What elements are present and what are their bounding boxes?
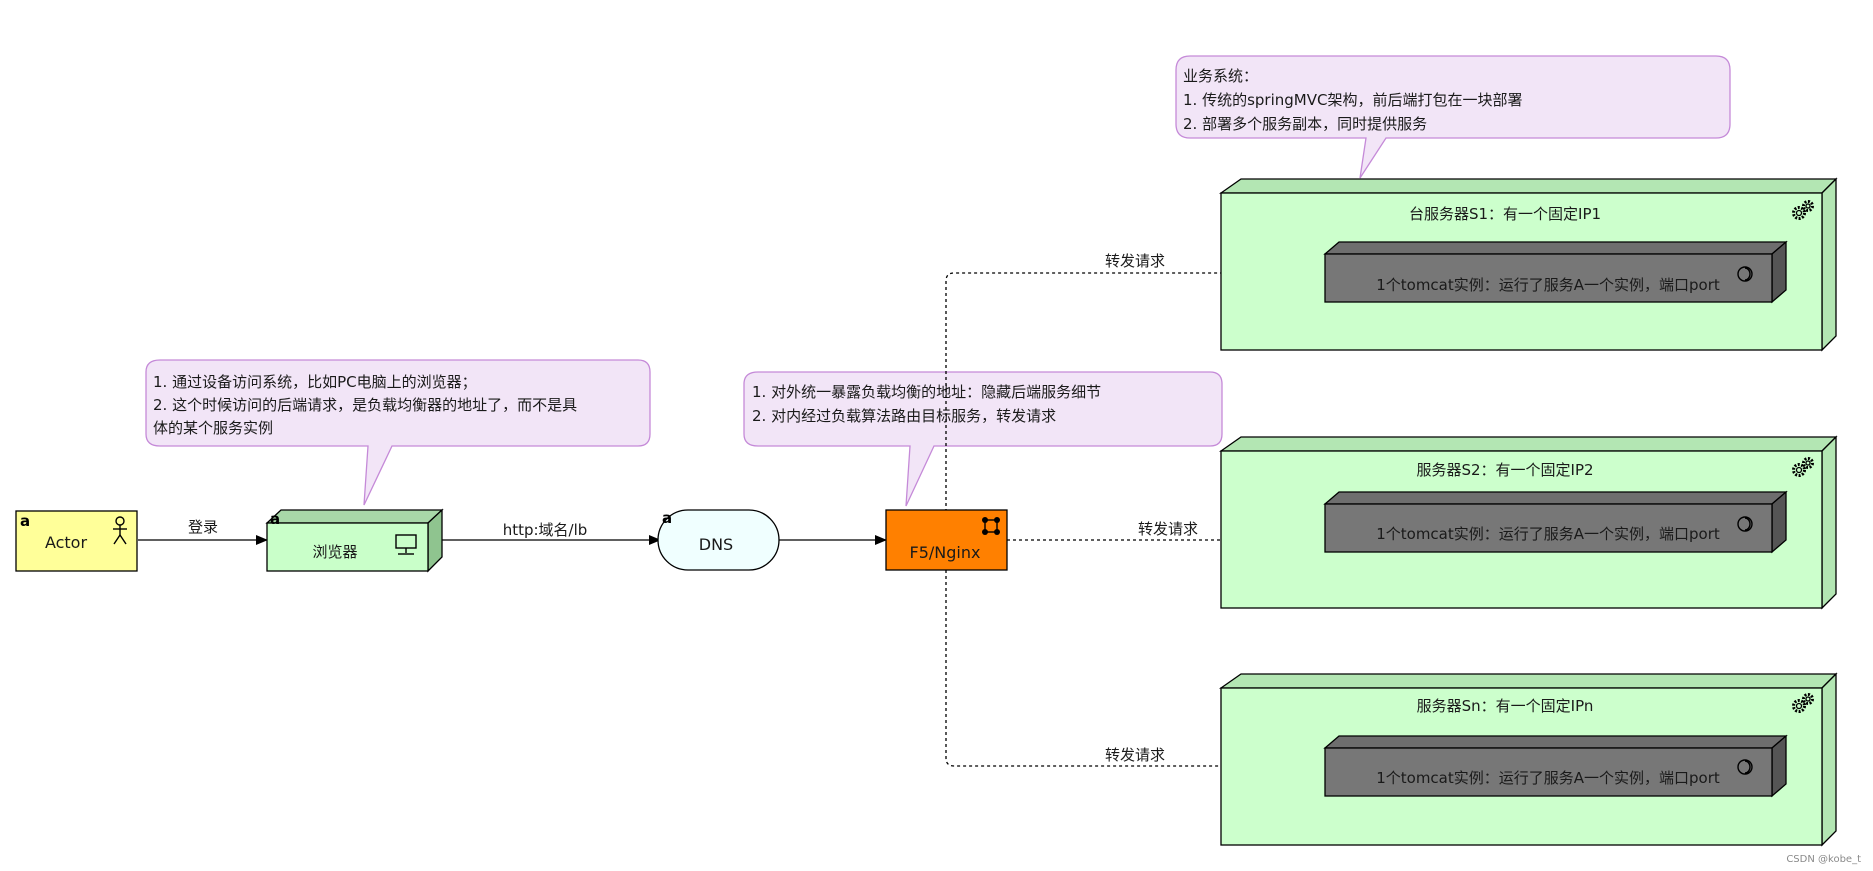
lb-note-line-2: 2. 对内经过负载算法路由目标服务，转发请求 bbox=[752, 407, 1056, 425]
edge-login-label: 登录 bbox=[188, 518, 218, 536]
dns-label: DNS bbox=[699, 535, 733, 554]
instance-s1-label: 1个tomcat实例：运行了服务A一个实例，端口port bbox=[1376, 276, 1720, 294]
instance-node-s1[interactable]: 1个tomcat实例：运行了服务A一个实例，端口port bbox=[1323, 240, 1788, 304]
dns-node[interactable]: a DNS bbox=[657, 509, 780, 571]
edge-forward-s1-label: 转发请求 bbox=[1105, 252, 1165, 270]
actor-corner-mark: a bbox=[20, 512, 30, 530]
browser-note-line-2: 2. 这个时候访问的后端请求，是负载均衡器的地址了，而不是具 bbox=[153, 396, 577, 414]
lb-note: 1. 对外统一暴露负载均衡的地址：隐藏后端服务细节 2. 对内经过负载算法路由目… bbox=[743, 371, 1223, 507]
gears-icon bbox=[1792, 693, 1814, 713]
server-s2-title: 服务器S2：有一个固定IP2 bbox=[1416, 461, 1593, 479]
edge-forward-s1: 转发请求 bbox=[945, 252, 1325, 512]
actor-node[interactable]: a Actor bbox=[15, 510, 138, 572]
monitor-icon bbox=[395, 534, 417, 555]
server-node-s1[interactable]: 台服务器S1：有一个固定IP1 1个tomcat实例：运行了服务A一个实例，端口… bbox=[1218, 177, 1838, 352]
system-note-line-1: 业务系统： bbox=[1183, 67, 1258, 85]
server-node-sn[interactable]: 服务器Sn：有一个固定IPn 1个tomcat实例：运行了服务A一个实例，端口p… bbox=[1218, 672, 1838, 847]
toggle-circle-icon bbox=[1737, 266, 1753, 282]
browser-note-line-1: 1. 通过设备访问系统，比如PC电脑上的浏览器； bbox=[153, 373, 477, 391]
browser-label: 浏览器 bbox=[312, 543, 357, 561]
lb-label: F5/Nginx bbox=[910, 543, 981, 562]
gears-icon bbox=[1792, 200, 1814, 220]
system-note-line-3: 2. 部署多个服务副本，同时提供服务 bbox=[1183, 115, 1427, 133]
watermark: CSDN @kobe_t bbox=[1786, 854, 1861, 865]
instance-node-sn[interactable]: 1个tomcat实例：运行了服务A一个实例，端口port bbox=[1323, 734, 1788, 798]
edge-http: http:域名/lb bbox=[442, 521, 661, 545]
lb-node[interactable]: F5/Nginx bbox=[885, 509, 1008, 571]
actor-label: Actor bbox=[45, 533, 88, 552]
server-sn-title: 服务器Sn：有一个固定IPn bbox=[1417, 697, 1594, 715]
edge-forward-s2-label: 转发请求 bbox=[1138, 520, 1198, 538]
browser-note: 1. 通过设备访问系统，比如PC电脑上的浏览器； 2. 这个时候访问的后端请求，… bbox=[145, 359, 651, 506]
lb-note-line-1: 1. 对外统一暴露负载均衡的地址：隐藏后端服务细节 bbox=[752, 383, 1101, 401]
browser-node[interactable]: a 浏览器 bbox=[265, 508, 444, 573]
stick-figure-icon bbox=[113, 516, 127, 545]
network-nodes-icon bbox=[982, 517, 1000, 535]
browser-note-line-3: 体的某个服务实例 bbox=[153, 419, 273, 437]
instance-s2-label: 1个tomcat实例：运行了服务A一个实例，端口port bbox=[1376, 525, 1720, 543]
edge-login: 登录 bbox=[138, 518, 268, 545]
system-note-line-2: 1. 传统的springMVC架构，前后端打包在一块部署 bbox=[1183, 91, 1522, 109]
browser-corner-mark: a bbox=[270, 510, 280, 528]
toggle-circle-icon bbox=[1737, 759, 1753, 775]
edge-forward-sn-label: 转发请求 bbox=[1105, 746, 1165, 764]
server-s1-title: 台服务器S1：有一个固定IP1 bbox=[1409, 205, 1601, 223]
system-note: 业务系统： 1. 传统的springMVC架构，前后端打包在一块部署 2. 部署… bbox=[1175, 55, 1731, 179]
edge-forward-sn: 转发请求 bbox=[945, 570, 1325, 766]
gears-icon bbox=[1792, 457, 1814, 477]
edge-http-label: http:域名/lb bbox=[503, 521, 588, 539]
server-node-s2[interactable]: 服务器S2：有一个固定IP2 1个tomcat实例：运行了服务A一个实例，端口p… bbox=[1218, 435, 1838, 610]
toggle-circle-icon bbox=[1737, 516, 1753, 532]
instance-sn-label: 1个tomcat实例：运行了服务A一个实例，端口port bbox=[1376, 769, 1720, 787]
instance-node-s2[interactable]: 1个tomcat实例：运行了服务A一个实例，端口port bbox=[1323, 490, 1788, 554]
dns-corner-mark: a bbox=[662, 509, 672, 527]
